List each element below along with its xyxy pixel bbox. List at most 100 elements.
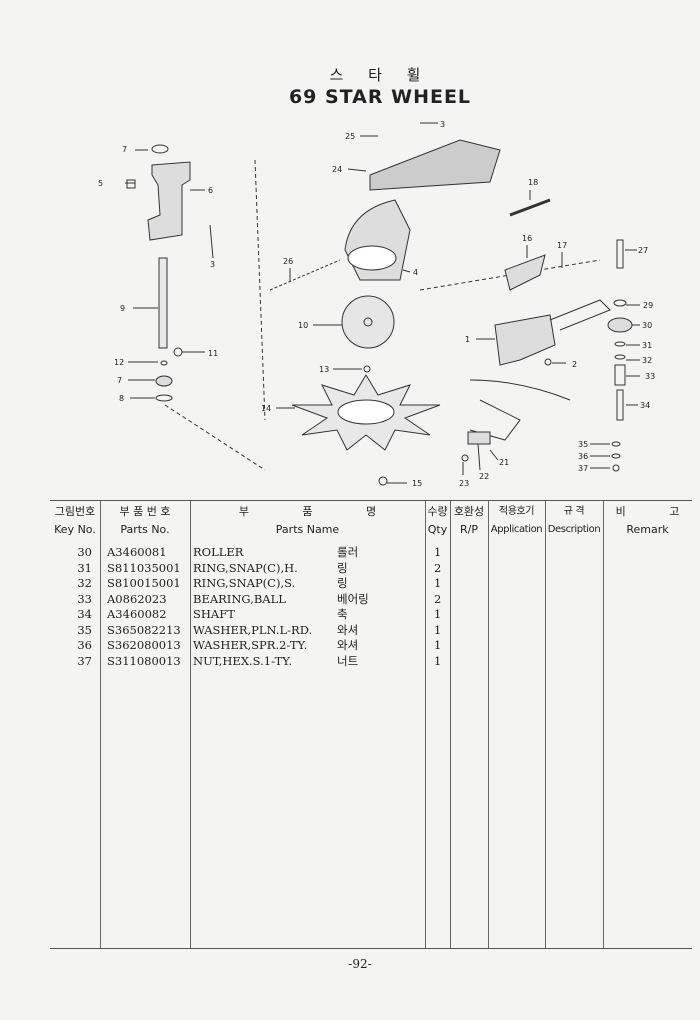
callout-label: 1 (465, 335, 470, 344)
part-name-ko-cell: 너트 (337, 653, 359, 668)
nut-part-37 (612, 464, 620, 472)
callout-label: 36 (578, 452, 588, 461)
key-cell: 31 (77, 560, 92, 575)
diagram-callout-labels: 7 5 6 3 9 12 11 7 8 25 3 24 18 16 17 27 … (98, 120, 655, 488)
callout-label: 7 (117, 376, 122, 385)
collar-part-7 (155, 375, 173, 387)
shaft-part-9 (158, 257, 168, 349)
part-no-cell: S810015001 (107, 576, 181, 590)
callout-label: 25 (345, 132, 355, 141)
bolt-part-27 (616, 239, 624, 269)
key-cell: 36 (77, 638, 92, 652)
bolt-part-23 (461, 454, 469, 462)
callout-label: 12 (114, 358, 124, 367)
cap-part-7 (151, 144, 169, 154)
key-cell: 37 (77, 653, 92, 668)
mount-part-1 (494, 314, 556, 366)
part-name-cell: RING,SNAP(C),S. (193, 576, 296, 590)
callout-label: 34 (640, 401, 650, 410)
table-row: 32 S810015001 RING,SNAP(C),S. 링 1 (50, 576, 692, 592)
callout-label: 17 (557, 241, 567, 250)
callout-label: 9 (120, 304, 125, 313)
callout-label: 15 (412, 479, 422, 488)
qty-cell: 1 (434, 576, 442, 590)
ring-part-31 (614, 341, 626, 347)
callout-label: 11 (208, 349, 218, 358)
spring-part-18 (509, 198, 551, 217)
callout-label: 31 (642, 341, 652, 350)
callout-label: 26 (283, 257, 293, 266)
part-name-ko-cell: 롤러 (337, 545, 359, 559)
key-cell: 33 (77, 591, 92, 606)
part-no-cell: S311080013 (107, 653, 181, 668)
part-no-cell: A3460081 (107, 545, 167, 559)
callout-label: 21 (499, 458, 509, 467)
roller-part-30 (607, 317, 633, 333)
chain-part-26 (269, 259, 341, 291)
part-name-cell: ROLLER (193, 545, 244, 559)
ring-part-8 (155, 394, 173, 402)
part-name-ko-cell: 링 (337, 560, 348, 575)
callout-label: 16 (522, 234, 532, 243)
key-cell: 32 (77, 576, 92, 590)
callout-label: 6 (208, 186, 213, 195)
pin-part-11 (173, 347, 183, 357)
callout-label: 13 (319, 365, 329, 374)
callout-label: 10 (298, 321, 308, 330)
callout-label: 29 (643, 301, 653, 310)
qty-cell: 1 (434, 638, 442, 652)
part-name-cell: NUT,HEX.S.1-TY. (193, 653, 293, 668)
exploded-parts-diagram: 7 5 6 3 9 12 11 7 8 25 3 24 18 16 17 27 … (98, 120, 655, 488)
qty-cell: 1 (434, 607, 442, 621)
callout-label: 3 (210, 260, 215, 269)
part-no-cell: A0862023 (107, 591, 167, 606)
bolt-part-15 (378, 476, 388, 486)
nut-part-13 (363, 365, 371, 373)
plate-part-16 (504, 254, 546, 291)
callout-label: 30 (642, 321, 652, 330)
part-name-ko-cell: 와셔 (337, 638, 359, 652)
bolt-part-5 (126, 179, 136, 189)
part-name-cell: SHAFT (193, 607, 235, 621)
sprocket-part-10 (341, 295, 395, 349)
callout-label: 18 (528, 178, 538, 187)
washer-part-35 (611, 441, 621, 447)
callout-label: 5 (98, 179, 103, 188)
part-name-cell: WASHER,PLN.L-RD. (193, 622, 313, 637)
callout-label: 3 (440, 120, 445, 129)
bolt-part-2 (544, 358, 552, 366)
callout-label: 33 (645, 372, 655, 381)
callout-label: 23 (459, 479, 469, 488)
callout-label: 8 (119, 394, 124, 403)
shaft-part-34 (616, 389, 624, 421)
part-name-ko-cell: 링 (337, 576, 348, 590)
bracket-part-6 (147, 161, 191, 241)
callout-label: 35 (578, 440, 588, 449)
table-row: 36 S362080013 WASHER,SPR.2-TY. 와셔 1 (50, 638, 692, 654)
title-korean: 스 타 휠 (329, 66, 431, 84)
part-name-cell: BEARING,BALL (193, 591, 286, 606)
key-cell: 30 (77, 545, 92, 559)
part-name-cell: WASHER,SPR.2-TY. (193, 638, 308, 652)
qty-cell: 1 (434, 545, 442, 559)
key-cell: 34 (77, 607, 92, 621)
part-name-cell: RING,SNAP(C),H. (193, 560, 298, 575)
callout-label: 37 (578, 464, 588, 473)
page-number: -92- (348, 957, 372, 971)
callout-label: 32 (642, 356, 652, 365)
callout-label: 22 (479, 472, 489, 481)
ring-part-32 (614, 354, 626, 360)
table-row: 30 A3460081 ROLLER 롤러 1 (50, 545, 692, 561)
qty-cell: 2 (434, 591, 442, 606)
qty-cell: 1 (434, 622, 442, 637)
part-no-cell: S362080013 (107, 638, 181, 652)
